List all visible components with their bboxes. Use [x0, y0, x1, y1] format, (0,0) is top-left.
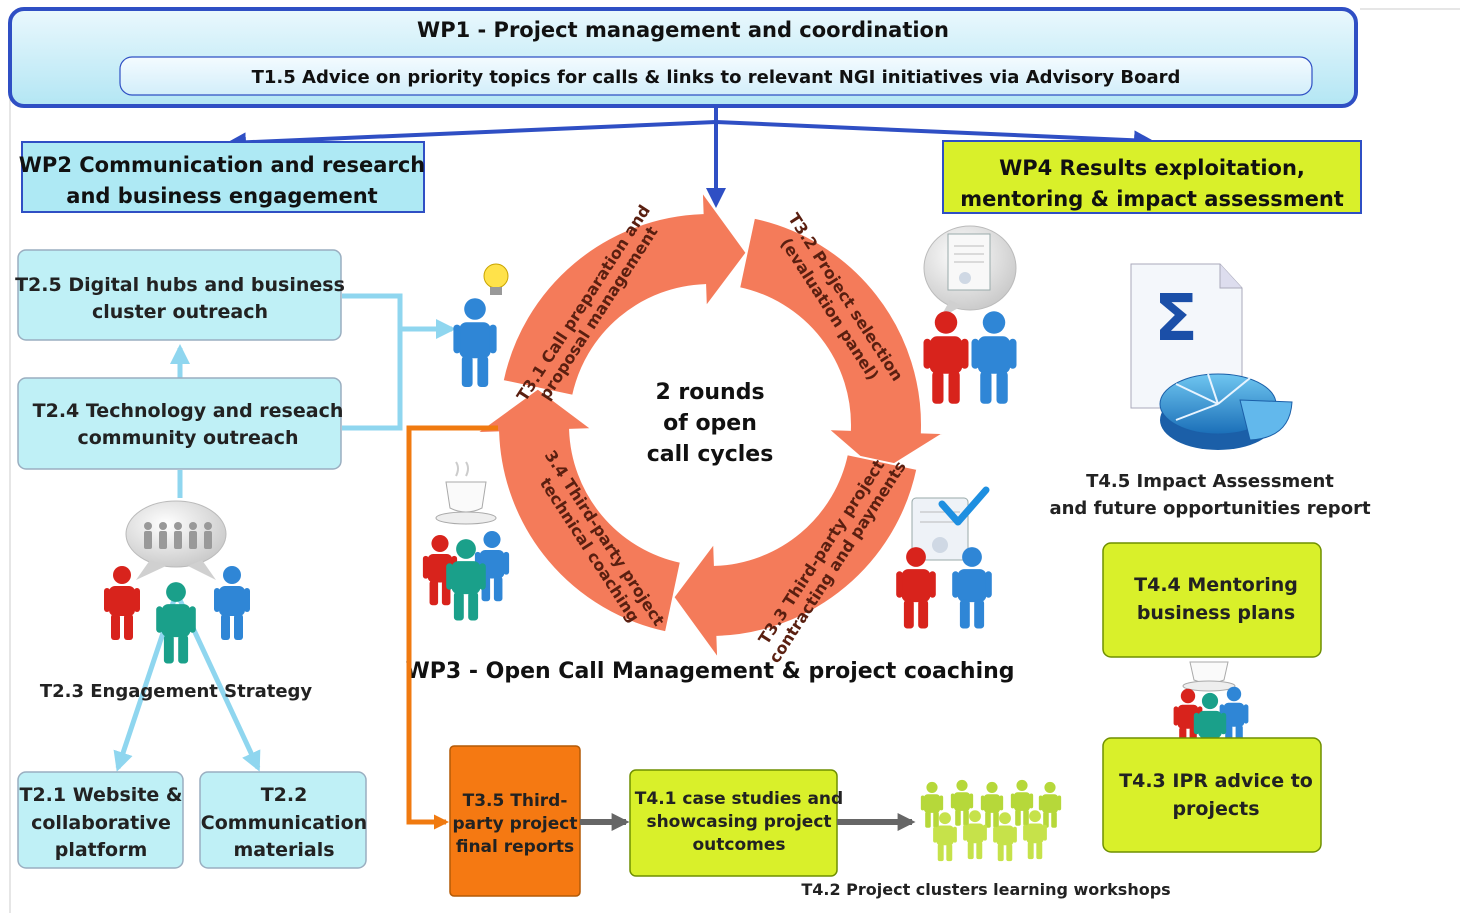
crowd-person-icon: [1023, 810, 1047, 860]
t45-line1: T4.5 Impact Assessment: [1086, 471, 1334, 492]
person-blue-icon: [214, 566, 250, 640]
t22-line2: Communication: [201, 812, 367, 834]
t31-segment: [501, 187, 748, 398]
t23-label: T2.3 Engagement Strategy: [40, 681, 313, 702]
cycle-center-line3: call cycles: [647, 442, 774, 467]
coffee-cup-icon: [435, 461, 497, 525]
t24-line2: community outreach: [77, 427, 298, 449]
t25-line2: cluster outreach: [92, 301, 268, 323]
crowd-person-icon: [950, 779, 974, 826]
person-red-icon: [896, 547, 936, 629]
crowd-person-icon: [920, 781, 944, 828]
t23-people-icons: [104, 566, 250, 664]
t43-line2: projects: [1172, 798, 1259, 820]
contract-people-icons: [896, 547, 992, 629]
t44-line2: business plans: [1137, 602, 1295, 624]
t21-line1: T2.1 Website &: [20, 784, 183, 806]
wp4-title-line1: WP4 Results exploitation,: [999, 156, 1305, 180]
wp1-title: WP1 - Project management and coordinatio…: [417, 18, 949, 42]
mentoring-coffee-cup-icon: [1182, 661, 1236, 692]
wp3-cycle: [472, 187, 948, 663]
t22-line1: T2.2: [261, 784, 308, 806]
person-red-icon: [104, 566, 140, 640]
cycle-to-t35-arrow: [406, 425, 498, 830]
speech-bubble-icon: [125, 500, 227, 580]
selection-people-icons: [923, 311, 1017, 404]
t43-box: [1102, 737, 1322, 853]
t15-label: T1.5 Advice on priority topics for calls…: [252, 67, 1181, 88]
crowd-person-icon: [1038, 781, 1062, 828]
crowd-person-icon: [980, 781, 1004, 828]
lightbulb-icon: [483, 263, 509, 295]
t44-box: [1102, 542, 1322, 658]
wp1-to-wp2-arrow: [226, 120, 717, 153]
person-blue-icon: [453, 298, 497, 387]
t21-line3: platform: [55, 839, 148, 861]
document-icon: [923, 225, 1017, 318]
t24-line1: T2.4 Technology and reseach: [33, 400, 344, 422]
person-blue-icon: [952, 547, 992, 629]
t21-box: [17, 771, 184, 869]
t44-line1: T4.4 Mentoring: [1134, 574, 1298, 596]
person-blue-icon: [971, 311, 1017, 404]
wp2-box: [21, 141, 425, 213]
crowd-person-icon: [1010, 779, 1034, 826]
wp2-title-line2: and business engagement: [66, 184, 377, 208]
t22-box: [199, 771, 367, 869]
crowd-person-icon: [933, 812, 957, 862]
t35-line1: T3.5 Third-: [463, 791, 568, 811]
t41-line3: outcomes: [692, 835, 785, 855]
crowd-person-icon: [963, 810, 987, 860]
person-red-icon: [923, 311, 969, 404]
t41-line1: T4.1 case studies and: [635, 789, 843, 809]
t25-t24-connector: [342, 293, 403, 431]
pie-chart-icon: Σ: [1130, 263, 1293, 450]
wp2-title-line1: WP2 Communication and research: [19, 153, 425, 177]
person-red-icon: [1173, 688, 1203, 748]
t42-label: T4.2 Project clusters learning workshops: [801, 880, 1170, 899]
wp1-to-wp4-arrow: [715, 120, 1154, 151]
wp3-title: WP3 - Open Call Management & project coa…: [405, 659, 1014, 684]
t33-segment: [672, 452, 919, 663]
certificate-check-icon: [911, 486, 990, 561]
t41-line2: showcasing project: [646, 812, 831, 832]
t43-line1: T4.3 IPR advice to: [1119, 770, 1313, 792]
t25-line1: T2.5 Digital hubs and business: [15, 274, 345, 296]
t35-line3: final reports: [456, 837, 574, 857]
sigma-symbol: Σ: [1154, 282, 1198, 356]
call-person-icon: [453, 298, 497, 387]
wp4-title-line2: mentoring & impact assessment: [960, 187, 1344, 211]
t21-line2: collaborative: [31, 812, 171, 834]
cycle-center-line2: of open: [663, 411, 757, 436]
crowd-person-icon: [993, 812, 1017, 862]
wp4-box: [942, 140, 1362, 214]
t35-line2: party project: [453, 814, 578, 834]
t32-segment: [737, 216, 948, 475]
t25-box: [17, 249, 342, 341]
coaching-people-icons: [422, 530, 510, 621]
t45-line2: and future opportunities report: [1049, 498, 1370, 519]
crowd-icon: [920, 779, 1062, 862]
person-teal-icon: [446, 539, 486, 621]
cycle-center-line1: 2 rounds: [655, 380, 764, 405]
t22-line3: materials: [233, 839, 334, 861]
t15-box: [119, 56, 1313, 96]
person-teal-icon: [156, 582, 196, 664]
t24-box: [17, 377, 342, 470]
t34-segment: [472, 387, 683, 634]
